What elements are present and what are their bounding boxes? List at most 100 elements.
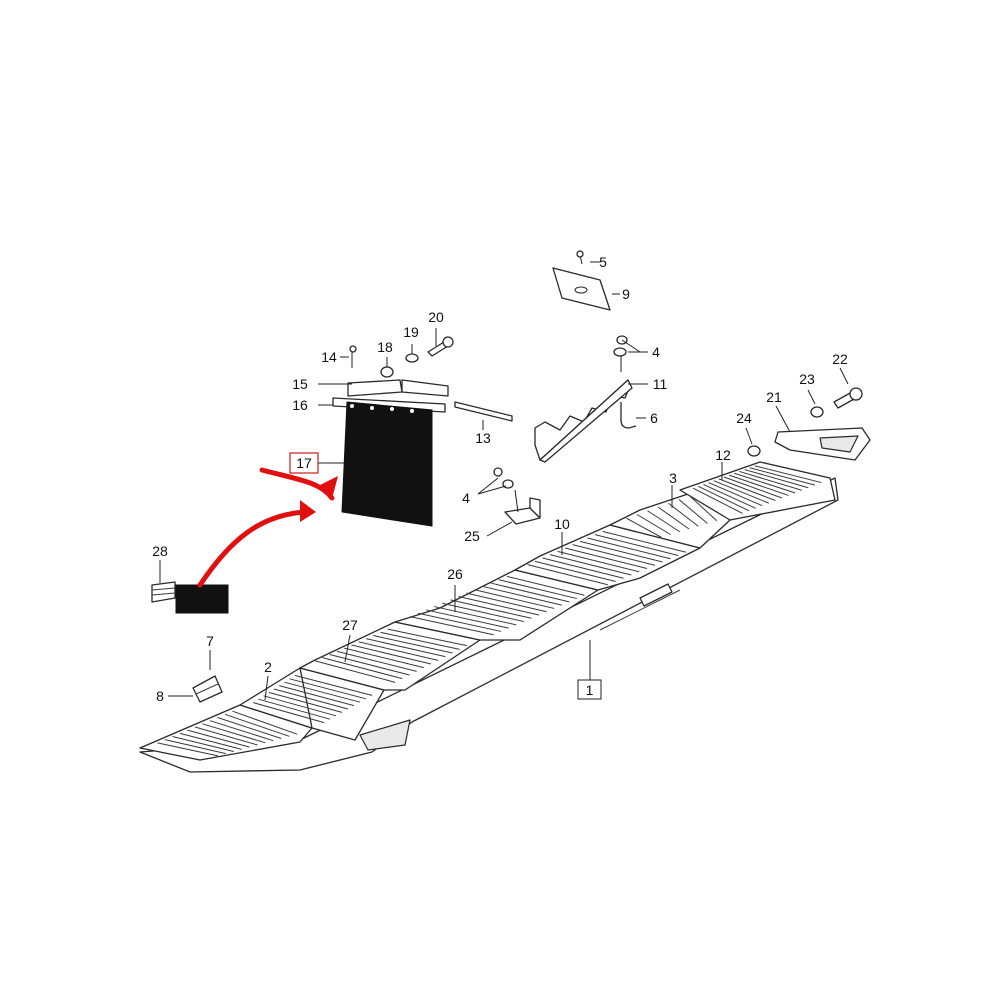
callout-6: 6 [650,410,658,426]
walker-slat [232,710,298,735]
callout-4-lower: 4 [462,490,470,506]
bolt-20 [427,336,454,357]
walker-slat [217,717,282,739]
walker-slat [739,470,802,491]
rod-13 [454,401,513,422]
callout-17: 17 [296,455,312,471]
walker-slat [723,476,783,499]
walker-slat [749,467,815,486]
walker-slat [194,726,258,746]
walker-slat [728,474,789,496]
callout-16: 16 [292,397,308,413]
walker-slat [322,657,403,680]
walker-slat [344,647,424,669]
walker-slat [187,729,250,748]
hardware-19 [405,353,419,363]
washer-23 [810,406,824,418]
walker-slat [534,560,616,582]
walker-slat [442,602,524,623]
callout-12: 12 [715,447,731,463]
walker-slat [506,575,585,596]
walker-slat [626,517,662,538]
callout-27: 27 [342,617,358,633]
callout-22: 22 [832,351,848,367]
walker-slat [358,641,439,661]
walker-slat [263,695,337,717]
cover-21 [774,427,871,461]
callout-4-upper: 4 [652,344,660,360]
walker-slat [602,530,687,553]
walker-slat [708,482,763,507]
walker-slat [703,483,756,509]
walker-slat [179,732,242,750]
hardware-18 [380,366,394,378]
straw-walker-frame [139,477,839,773]
plate-9 [552,250,611,311]
callout-21: 21 [766,389,782,405]
callout-10: 10 [554,516,570,532]
callout-7: 7 [206,633,214,649]
callout-11: 11 [653,376,668,392]
walker-slat [380,631,460,650]
walker-slat [557,550,640,573]
walker-slat [482,585,562,606]
leader-lines [159,261,849,701]
walker-slat [744,469,809,489]
walker-slat [279,685,355,707]
callout-18: 18 [377,339,393,355]
highlight-arrow-lower [197,509,308,588]
walker-slat [373,635,453,654]
walker-slat [718,478,776,502]
walker-slat [474,589,555,609]
walker-slat [527,564,608,586]
walker-step-sections [139,461,836,761]
callout-box-17 [289,452,319,474]
highlight-arrow-upper [259,467,335,501]
walker-slat [698,485,750,512]
rubber-flap-small [175,584,229,614]
walker-slat [498,579,577,600]
callout-14: 14 [321,349,337,365]
callout-26: 26 [447,566,463,582]
walker-slat [329,654,410,676]
callout-8: 8 [156,688,164,704]
walker-slat [450,599,532,619]
walker-slat [284,681,361,703]
walker-slat [458,596,540,616]
callout-3: 3 [669,470,677,486]
part-28-strip [151,581,176,603]
walker-slat [657,506,690,530]
walker-slat [564,547,648,569]
callout-15: 15 [292,376,308,392]
walker-slat [734,472,796,494]
bracket-25 [493,467,541,525]
walker-slat [387,628,467,647]
walker-slat [636,514,671,535]
walker-slat [202,723,266,744]
callout-28: 28 [152,543,168,559]
callout-1: 1 [586,682,594,698]
callout-labels: 1 2 3 4 4 5 6 7 8 9 10 11 12 13 14 15 16… [152,254,848,704]
walker-slat [409,616,494,636]
walker-slat [678,499,708,524]
walker-slat [689,495,718,522]
serrated-bar-11 [534,379,637,463]
walker-slat [164,739,226,755]
nuts-4-upper [613,335,628,372]
callout-20: 20 [428,309,444,325]
callout-19: 19 [403,324,419,340]
walker-slat [426,609,509,629]
nut-24 [747,445,761,457]
plate-7-8 [192,675,223,703]
callout-13: 13 [475,430,491,446]
callout-9: 9 [622,286,630,302]
walker-slat [587,537,671,560]
walker-slat [549,554,632,576]
walker-slat [466,592,547,613]
walker-slat [172,736,234,752]
callout-25: 25 [464,528,480,544]
hardware-14 [349,345,357,368]
walker-slat [647,510,681,533]
callout-24: 24 [736,410,752,426]
